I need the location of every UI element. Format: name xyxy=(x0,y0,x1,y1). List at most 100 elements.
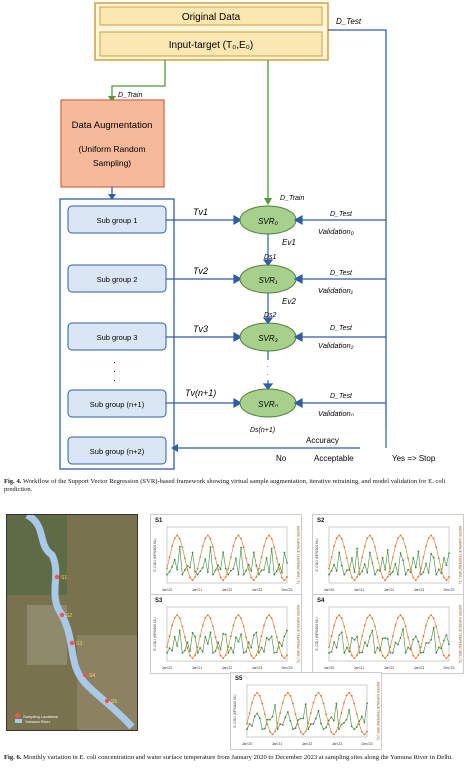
site-s3: S3 xyxy=(76,641,82,647)
ecoli-point xyxy=(340,564,343,567)
temperature-point xyxy=(351,654,353,657)
ecoli-point xyxy=(335,646,338,649)
temperature-point xyxy=(348,647,351,649)
ecoli-point xyxy=(247,641,250,644)
ecoli-point xyxy=(299,717,302,720)
ecoli-point xyxy=(309,723,312,726)
temperature-point xyxy=(389,646,392,648)
temperature-point xyxy=(281,701,284,704)
ecoli-point xyxy=(265,557,268,559)
ecoli-point xyxy=(366,571,369,574)
ecoli-point xyxy=(425,641,427,644)
ecoli-point xyxy=(412,556,415,559)
temperature-point xyxy=(437,557,440,560)
temperature-point xyxy=(391,635,394,638)
ecoli-point xyxy=(355,726,358,728)
temperature-point xyxy=(356,654,358,657)
temperature-point xyxy=(404,625,407,628)
temperature-point xyxy=(356,576,358,578)
temperature-point xyxy=(353,702,356,705)
ecoli-point xyxy=(343,573,346,576)
x-tick: Jan'22 xyxy=(222,588,232,592)
temperature-point xyxy=(209,617,212,620)
ecoli-point xyxy=(297,719,299,721)
map-graphic: S1 S2 S3 S4 S5 xyxy=(7,515,137,730)
temperature-point xyxy=(181,625,184,628)
ecoli-point xyxy=(404,652,407,654)
y-axis-label-left: E. COLI (MPN/100 ML) xyxy=(315,618,319,651)
dtrain-label-svr: D_Train xyxy=(280,195,304,202)
ecoli-point xyxy=(402,559,404,562)
ecoli-point xyxy=(307,728,310,731)
temperature-point xyxy=(186,647,189,649)
ecoli-point xyxy=(250,646,253,649)
temperature-point xyxy=(265,616,268,619)
ecoli-point xyxy=(409,571,412,574)
temperature-point xyxy=(432,617,435,620)
temperature-point xyxy=(189,654,191,657)
temperature-point xyxy=(212,625,214,628)
dtest-arrows xyxy=(293,214,386,409)
ev1-label: Ev1 xyxy=(282,238,296,247)
ecoli-point xyxy=(219,568,222,571)
ecoli-point xyxy=(430,552,433,555)
y-axis-label-right: WATER SURFACE TEMPERATURE (°C) xyxy=(296,605,300,663)
temperature-point xyxy=(227,646,230,648)
ecoli-point xyxy=(258,717,261,720)
temperature-point xyxy=(212,546,214,548)
temperature-point xyxy=(294,713,297,715)
temperature-point xyxy=(338,722,340,725)
ecoli-point xyxy=(294,727,297,729)
ecoli-point xyxy=(253,715,256,718)
temperature-point xyxy=(278,568,281,571)
svg-text:·: · xyxy=(266,370,269,379)
temperature-point xyxy=(350,694,353,697)
ecoli-point xyxy=(368,635,371,638)
tvn1-label: Tv(n+1) xyxy=(185,388,216,398)
temperature-point xyxy=(360,730,363,733)
temperature-point xyxy=(278,647,281,649)
temperature-point xyxy=(253,694,256,697)
ecoli-point xyxy=(286,629,288,632)
temperature-point xyxy=(224,576,227,578)
ecoli-point xyxy=(384,637,387,639)
temperature-point xyxy=(379,568,381,571)
temperature-point xyxy=(250,576,253,579)
temperature-point xyxy=(430,614,433,617)
temperature-point xyxy=(173,616,176,619)
ecoli-point xyxy=(399,637,402,639)
ecoli-point xyxy=(286,561,288,564)
fig4-diagram: Original Data Input-target (T₀,E₀) D_Tes… xyxy=(59,2,436,470)
x-tick: Jan'21 xyxy=(192,588,202,592)
ecoli-point xyxy=(435,573,438,576)
ecoli-point xyxy=(442,557,445,559)
y-axis-label-right: WATER SURFACE TEMPERATURE (°C) xyxy=(458,605,462,663)
temperature-point xyxy=(368,534,371,537)
ecoli-point xyxy=(356,547,358,550)
temperature-point xyxy=(333,624,336,627)
ecoli-point xyxy=(204,558,207,560)
temperature-point xyxy=(448,576,450,578)
ecoli-point xyxy=(322,728,325,731)
ecoli-point xyxy=(255,631,258,634)
y-axis-label-left: E. COLI (MPN/100 ML) xyxy=(315,539,319,572)
plot-frame xyxy=(246,684,368,738)
ecoli-point xyxy=(194,635,196,638)
dtest-line xyxy=(328,29,387,428)
ecoli-point xyxy=(371,629,374,632)
original-data-box xyxy=(99,6,323,26)
temperature-point xyxy=(358,646,361,648)
ecoli-point xyxy=(252,634,255,636)
temperature-point xyxy=(351,576,353,579)
temperature-point xyxy=(422,556,425,559)
temperature-point xyxy=(196,646,199,648)
plot-frame xyxy=(166,606,288,662)
svr0: SVR₀ xyxy=(258,217,278,226)
ecoli-point xyxy=(312,722,315,725)
temperature-point xyxy=(237,534,240,537)
ecoli-point xyxy=(440,647,443,650)
ecoli-point xyxy=(268,638,271,641)
temperature-point xyxy=(229,635,232,638)
temperature-point xyxy=(399,614,402,617)
ecoli-point xyxy=(407,568,410,571)
